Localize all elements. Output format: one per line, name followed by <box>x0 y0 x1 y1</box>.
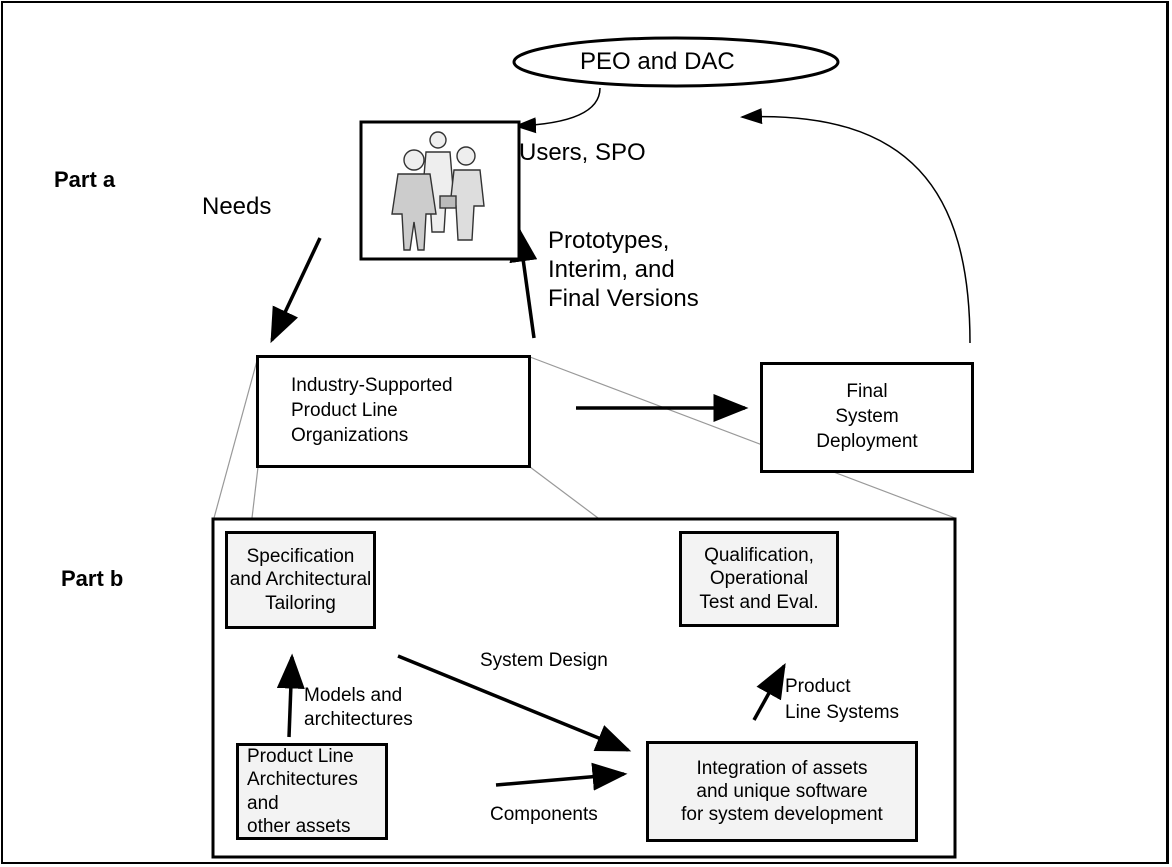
part-b-label: Part b <box>61 566 124 591</box>
components-arrow <box>495 762 628 791</box>
needs-arrow <box>270 237 322 344</box>
integration-box: Integration of assets and unique softwar… <box>646 741 918 842</box>
peo-dac-ellipse <box>512 36 840 88</box>
final-deployment-box: Final System Deployment <box>760 362 974 473</box>
components-label: Components <box>490 804 598 825</box>
models-label: Models and architectures <box>304 685 413 730</box>
system-design-arrow <box>397 654 632 752</box>
zoom-line-right-top <box>529 356 956 519</box>
people-illustration <box>391 131 485 251</box>
prototypes-arrow <box>509 226 538 339</box>
zoom-line-right-bottom <box>529 466 599 519</box>
peo-dac-label: PEO and DAC <box>580 48 735 75</box>
system-design-label: System Design <box>480 650 608 671</box>
zoom-line-left-outer <box>213 356 259 519</box>
specification-box: Specification and Architectural Tailorin… <box>225 531 376 629</box>
pla-box: Product Line Architectures and other ass… <box>236 743 388 840</box>
zoom-line-left-inner <box>251 466 259 519</box>
qualification-box: Qualification, Operational Test and Eval… <box>679 531 839 627</box>
peo-to-users-arrow <box>514 87 601 134</box>
product-line-systems-arrow <box>752 662 786 721</box>
part-b-panel <box>211 517 957 859</box>
models-arrow <box>276 653 305 738</box>
prototypes-label: Prototypes, Interim, and Final Versions <box>548 227 699 312</box>
industry-box: Industry-Supported Product Line Organiza… <box>256 355 531 468</box>
deployment-to-peo-arrow <box>740 108 971 344</box>
part-a-label: Part a <box>54 167 116 192</box>
product-line-systems-label: Product Line Systems <box>785 676 900 723</box>
needs-label: Needs <box>202 193 272 220</box>
users-spo-label: Users, SPO <box>519 139 646 166</box>
